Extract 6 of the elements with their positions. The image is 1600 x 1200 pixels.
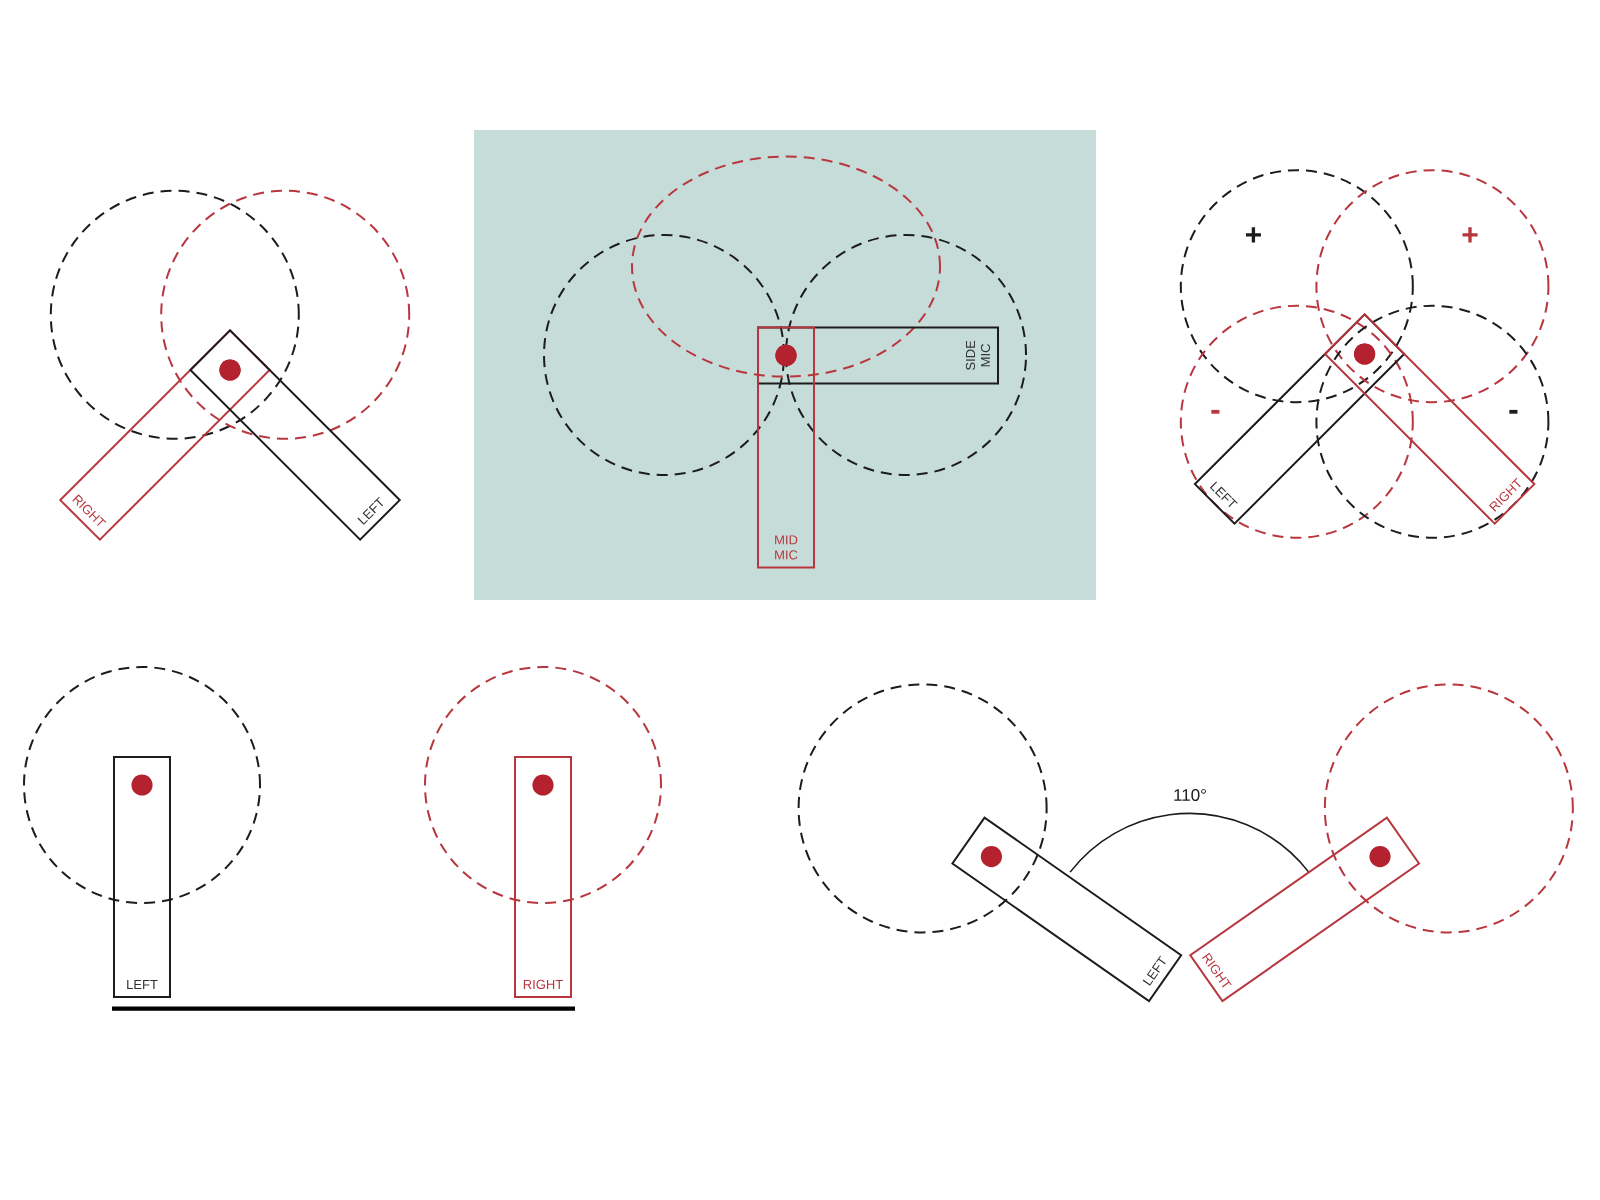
polarity-sign: -	[1211, 409, 1220, 414]
polarity-sign: +	[1245, 227, 1261, 243]
polarity-sign: +	[1462, 227, 1478, 243]
panel	[474, 130, 1096, 600]
polarity-sign: -	[1509, 409, 1518, 414]
angle-label: 110°	[1174, 789, 1206, 801]
